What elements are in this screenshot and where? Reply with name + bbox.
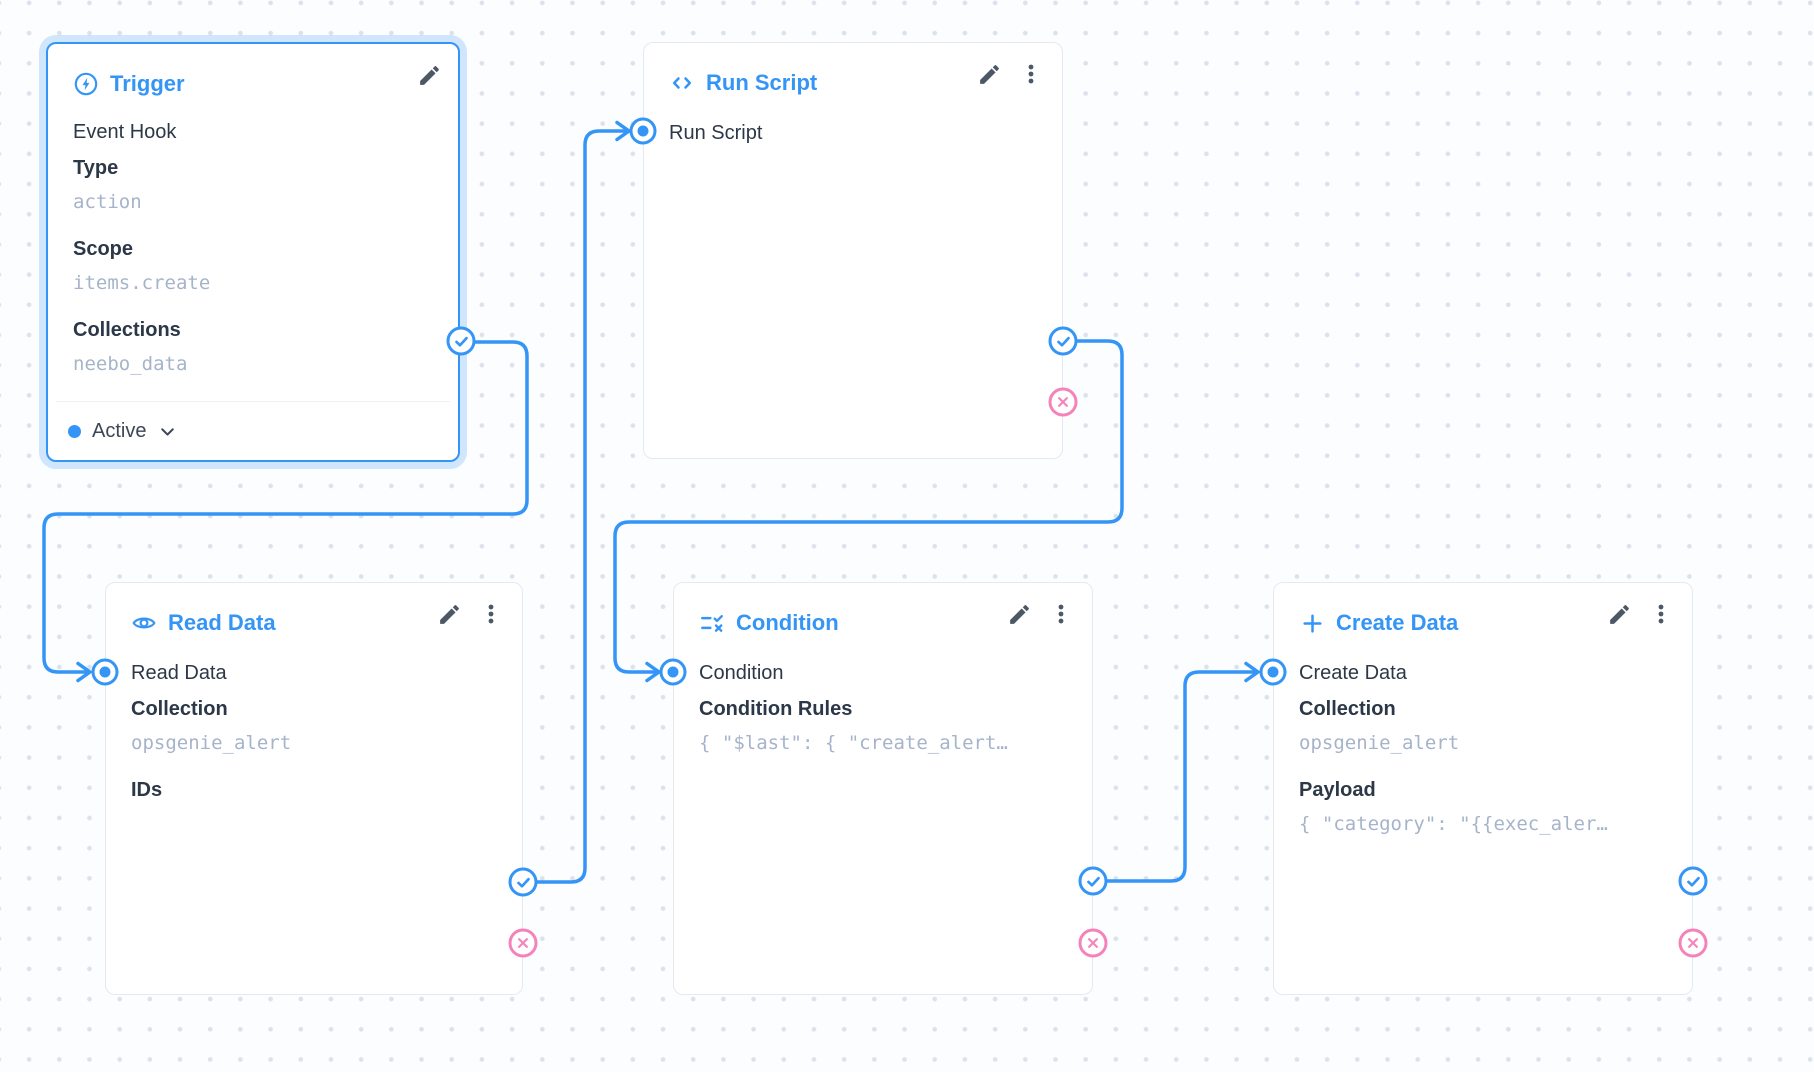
node-condition[interactable]: Condition Condition Condition Rules { "$… <box>673 582 1093 995</box>
node-condition-header: Condition <box>674 583 1092 643</box>
field-label: IDs <box>131 779 163 801</box>
resolve-connector[interactable] <box>1078 866 1108 896</box>
input-connector[interactable] <box>91 658 119 686</box>
node-trigger-header: Trigger <box>48 44 458 104</box>
wire-arrowhead <box>615 120 631 142</box>
pencil-icon <box>419 65 439 85</box>
code-icon <box>669 70 695 96</box>
active-dot-icon <box>68 424 81 438</box>
rule-icon <box>699 610 725 636</box>
input-label: Read Data <box>131 662 227 684</box>
x-icon <box>1088 938 1098 948</box>
kebab-menu-icon <box>1028 64 1034 84</box>
check-icon <box>1056 336 1070 347</box>
dot-icon <box>637 125 649 137</box>
pencil-icon <box>979 64 999 84</box>
field-value: action <box>73 191 142 213</box>
bolt-circle-icon <box>73 71 99 97</box>
check-icon <box>1686 876 1700 887</box>
check-icon <box>516 877 530 888</box>
reject-connector[interactable] <box>1048 387 1078 417</box>
status-dropdown[interactable]: Active <box>56 401 450 460</box>
node-title: Create Data <box>1336 610 1459 635</box>
edit-button[interactable] <box>976 61 1002 87</box>
wire-trigger-to-read-data <box>42 340 529 674</box>
resolve-connector[interactable] <box>1678 866 1708 896</box>
edit-button[interactable] <box>1606 601 1632 627</box>
field-value: opsgenie_alert <box>1299 732 1460 754</box>
wire-run-script-to-condition <box>613 339 1124 674</box>
edit-button[interactable] <box>416 62 442 88</box>
trigger-subtitle: Event Hook <box>73 121 177 143</box>
field-label: Collections <box>73 319 181 341</box>
field-value: opsgenie_alert <box>131 732 292 754</box>
menu-button[interactable] <box>1648 601 1674 627</box>
node-read-data-header: Read Data <box>106 583 522 643</box>
input-label: Condition <box>699 662 784 684</box>
wire-condition-to-create-data <box>1091 670 1257 883</box>
reject-connector[interactable] <box>1078 928 1108 958</box>
input-connector[interactable] <box>659 658 687 686</box>
chevron-down-icon <box>157 421 178 442</box>
field-value: { "$last": { "create_alert… <box>699 732 1008 754</box>
reject-connector[interactable] <box>1678 928 1708 958</box>
x-icon <box>1058 397 1068 407</box>
node-create-data[interactable]: Create Data Create Data Collection opsge… <box>1273 582 1693 995</box>
plus-icon <box>1299 610 1325 636</box>
wire-arrowhead <box>1244 661 1260 683</box>
node-title: Condition <box>736 610 839 635</box>
field-label: Payload <box>1299 779 1376 801</box>
status-label: Active <box>92 419 147 442</box>
dot-icon <box>667 666 679 678</box>
dot-icon <box>99 666 111 678</box>
check-icon <box>1086 876 1100 887</box>
node-run-script[interactable]: Run Script Run Script <box>643 42 1063 459</box>
node-run-script-header: Run Script <box>644 43 1062 103</box>
field-value: { "category": "{{exec_aler… <box>1299 813 1608 835</box>
node-read-data[interactable]: Read Data Read Data Collection opsgenie_… <box>105 582 523 995</box>
edit-button[interactable] <box>436 601 462 627</box>
node-title: Run Script <box>706 70 818 95</box>
input-label: Run Script <box>669 122 763 144</box>
pencil-icon <box>1009 604 1029 624</box>
node-title: Trigger <box>110 71 185 96</box>
x-icon <box>1688 938 1698 948</box>
field-label: Type <box>73 157 119 179</box>
wire-arrowhead <box>76 661 92 683</box>
wire-arrowhead <box>645 661 661 683</box>
dot-icon <box>1267 666 1279 678</box>
resolve-connector[interactable] <box>1048 326 1078 356</box>
resolve-connector[interactable] <box>508 867 538 897</box>
menu-button[interactable] <box>1018 61 1044 87</box>
node-trigger[interactable]: Trigger Event Hook Type action Scope ite… <box>46 42 460 462</box>
field-label: Collection <box>1299 698 1396 720</box>
input-connector[interactable] <box>629 117 657 145</box>
field-label: Condition Rules <box>699 698 853 720</box>
kebab-menu-icon <box>488 604 494 624</box>
pencil-icon <box>1609 604 1629 624</box>
field-value: items.create <box>73 272 211 294</box>
x-icon <box>518 938 528 948</box>
eye-icon <box>131 610 157 636</box>
wire-read-data-to-run-script <box>521 129 628 884</box>
menu-button[interactable] <box>478 601 504 627</box>
node-title: Read Data <box>168 610 276 635</box>
edit-button[interactable] <box>1006 601 1032 627</box>
input-label: Create Data <box>1299 662 1407 684</box>
kebab-menu-icon <box>1058 604 1064 624</box>
kebab-menu-icon <box>1658 604 1664 624</box>
field-label: Collection <box>131 698 228 720</box>
field-value: neebo_data <box>73 353 188 375</box>
pencil-icon <box>439 604 459 624</box>
reject-connector[interactable] <box>508 928 538 958</box>
menu-button[interactable] <box>1048 601 1074 627</box>
field-label: Scope <box>73 238 134 260</box>
resolve-connector[interactable] <box>446 326 476 356</box>
input-connector[interactable] <box>1259 658 1287 686</box>
node-create-data-header: Create Data <box>1274 583 1692 643</box>
check-icon <box>454 336 468 347</box>
